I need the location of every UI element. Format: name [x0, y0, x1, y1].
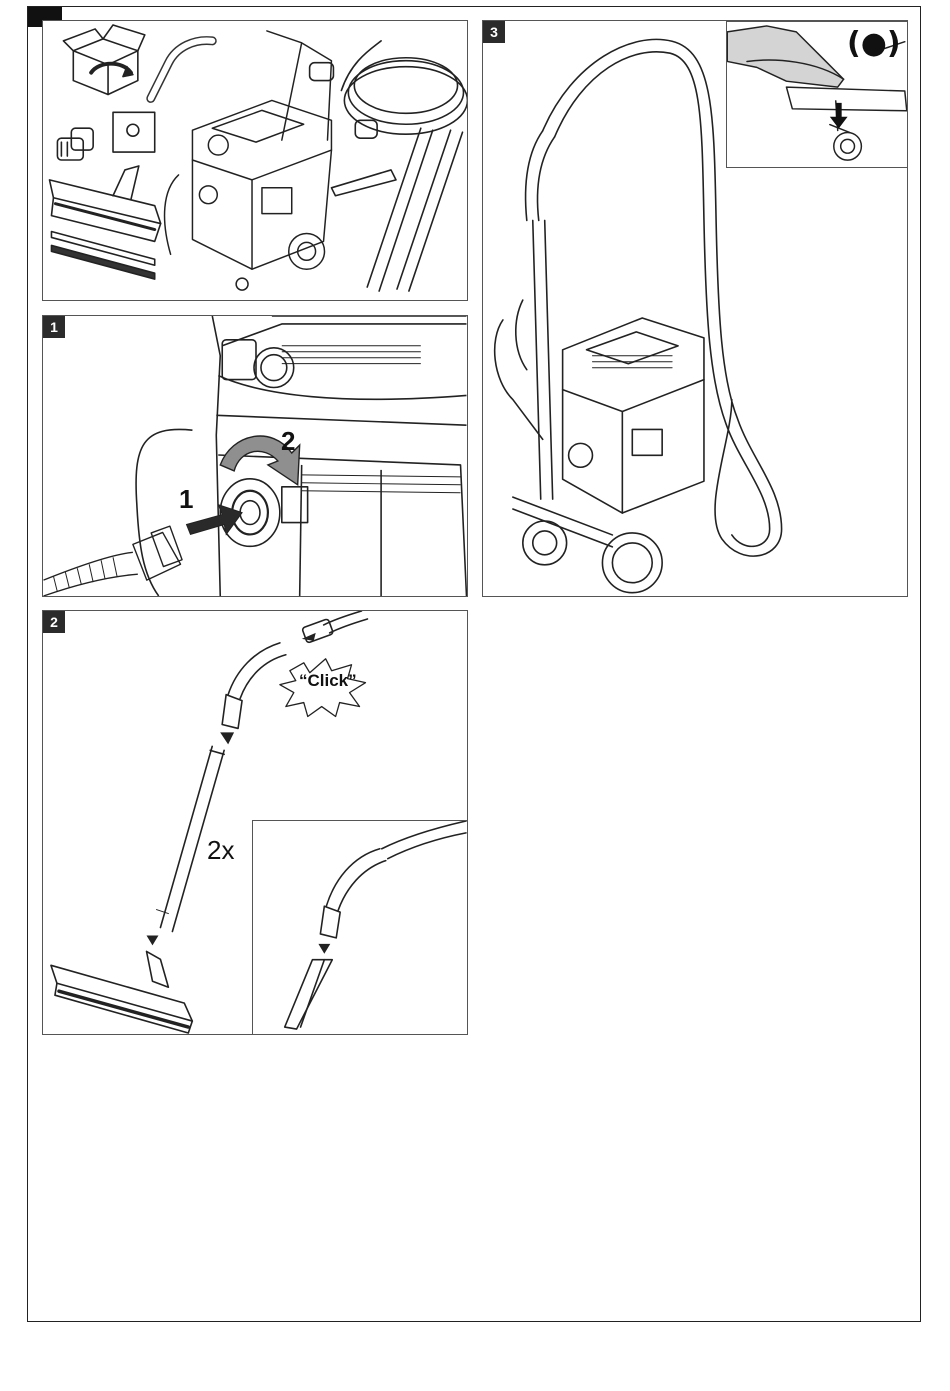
brake-pedal-arrow-icon	[830, 103, 848, 129]
repeat-2x-text: 2x	[207, 835, 234, 866]
push-arrow-icon	[186, 505, 242, 535]
step-badge-3: 3	[483, 21, 505, 43]
unpacking-box-icon	[63, 25, 144, 95]
panel-step-1: 1	[42, 315, 468, 597]
inset-crevice-nozzle	[252, 820, 468, 1035]
panel-step-3: 3	[482, 20, 908, 597]
step-1-push-number: 1	[179, 484, 193, 515]
panel-delivery-contents	[42, 20, 468, 301]
panel-step-2: 2	[42, 610, 468, 1035]
inset-brake-pedal: (●)	[726, 21, 908, 168]
click-text: “Click”	[299, 671, 357, 691]
delivery-contents-illustration	[43, 21, 467, 300]
step-1-rotate-number: 2	[281, 426, 295, 457]
step-1-illustration	[43, 316, 467, 596]
step-badge-2: 2	[43, 611, 65, 633]
brake-symbol: (●)	[847, 26, 901, 61]
step-badge-1: 1	[43, 316, 65, 338]
crevice-nozzle-illustration	[253, 821, 468, 1035]
